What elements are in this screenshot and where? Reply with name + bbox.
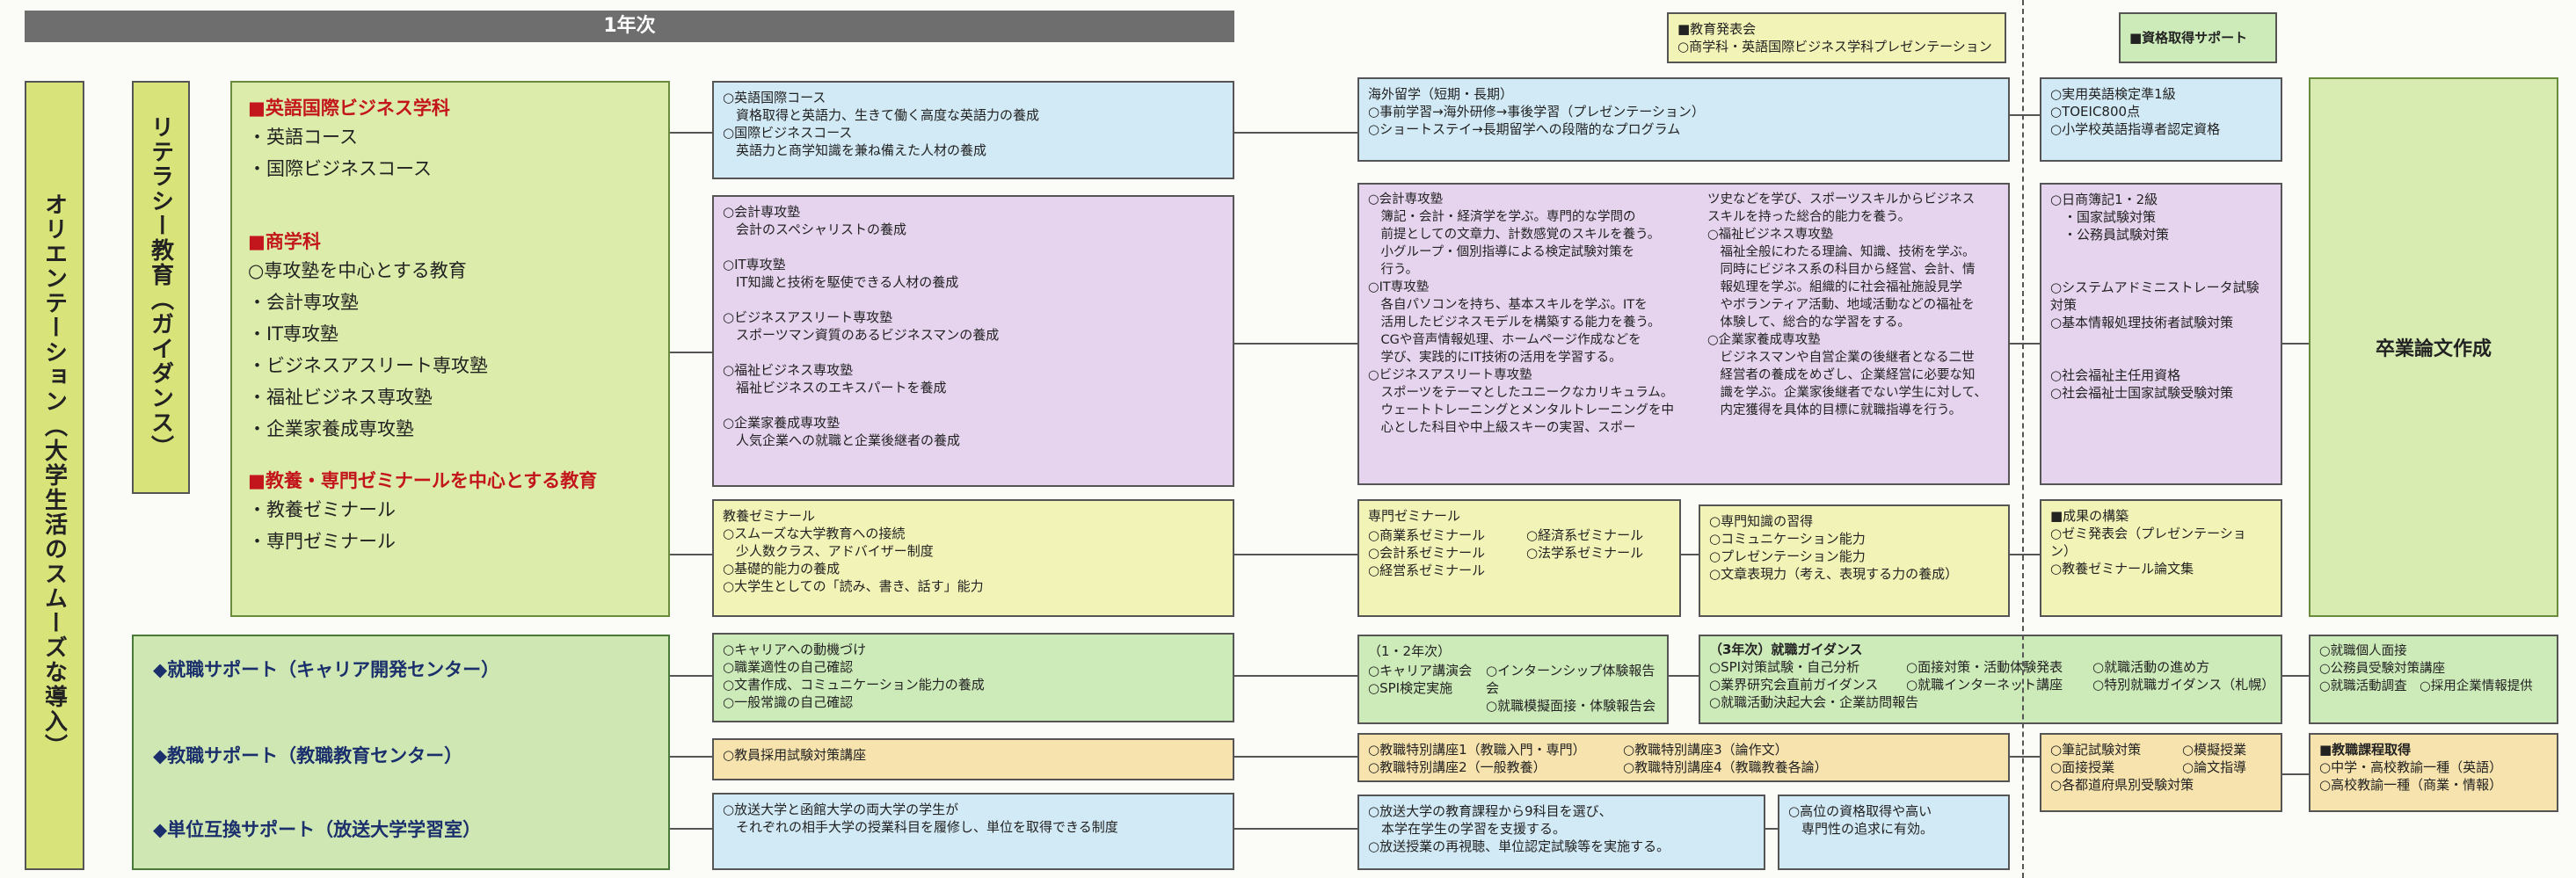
kyoin-license-list: ○中学・高校教諭一種（英語） ○高校教諭一種（商業・情報）	[2319, 759, 2503, 793]
support-shushoku: ◆就職サポート（キャリア開発センター）	[153, 659, 500, 680]
nen12-box: （1・2年次） ○キャリア講演会 ○SPI検定実施 ○インターンシップ体験報告会…	[1357, 635, 1669, 724]
senko-detail-box: ○会計専攻塾 簿記・会計・経済学を学ぶ。専門的な学問の 前提としての文章力、計数…	[1357, 183, 2010, 485]
nen3-list-c: ○就職活動の進め方 ○特別就職ガイダンス（札幌）	[2092, 659, 2275, 693]
dept-kyoyo-title: ■教養・専門ゼミナールを中心とする教育	[248, 470, 598, 491]
dept-kyoyo-item: ・専門ゼミナール	[248, 531, 396, 552]
shikaku-support-title: ■資格取得サポート	[2119, 12, 2277, 63]
kyoshoku-course-right: ○教職特別講座3（論作文） ○教職特別講座4（教職教養各論）	[1623, 742, 1828, 775]
sotsuron-label: 卒業論文作成	[2375, 338, 2492, 360]
support-panel: ◆就職サポート（キャリア開発センター） ◆教職サポート（教職教育センター） ◆単…	[132, 635, 670, 870]
seika-box: ■成果の構築 ○ゼミ発表会（プレゼンテーション） ○教養ゼミナール論文集	[2040, 499, 2282, 617]
nen3-title: （3年次）就職ガイダンス	[1709, 642, 1863, 657]
nen12-list-right: ○インターンシップ体験報告会 ○就職模擬面接・体験報告会	[1486, 663, 1656, 714]
dept-eigo-item: ・国際ビジネスコース	[248, 158, 432, 179]
skills-box: ○専門知識の習得 ○コミュニケーション能力 ○プレゼンテーション能力 ○文章表現…	[1699, 504, 2010, 617]
senmon-seminar-title: 専門ゼミナール	[1368, 508, 1461, 524]
shikaku-business-box: ○日商簿記1・2級 ・国家試験対策 ・公務員試験対策 ○システムアドミニストレー…	[2040, 183, 2282, 485]
senko-detail-right: ツ史などを学び、スポーツスキルからビジネス スキルを持った総合的能力を養う。 ○…	[1707, 192, 1987, 417]
dept-eigo-item: ・英語コース	[248, 127, 358, 148]
hoso-merit-box: ○高位の資格取得や高い 専門性の追求に有効。	[1778, 795, 2010, 870]
kyoshoku-course-left: ○教職特別講座1（教職入門・専門） ○教職特別講座2（一般教養）	[1368, 742, 1586, 775]
senmon-seminar-box: 専門ゼミナール ○商業系ゼミナール ○会計系ゼミナール ○経営系ゼミナール ○経…	[1357, 499, 1681, 617]
support-kyoshoku: ◆教職サポート（教職教育センター）	[153, 745, 463, 766]
dept-shogaku-item: ・IT専攻塾	[248, 323, 339, 345]
literacy-label: リテラシー教育（ガイダンス）	[132, 81, 190, 494]
support-tani: ◆単位互換サポート（放送大学学習室）	[153, 819, 482, 840]
english-courses-box: ○英語国際コース 資格取得と英語力、生きて働く高度な英語力の養成 ○国際ビジネス…	[712, 81, 1234, 179]
senmon-seminar-list-right: ○経済系ゼミナール ○法学系ゼミナール	[1526, 527, 1644, 561]
senko-juku-box: ○会計専攻塾 会計のスペシャリストの養成 ○IT専攻塾 IT知識と技術を駆使でき…	[712, 195, 1234, 487]
dept-shogaku-item: ・ビジネスアスリート専攻塾	[248, 355, 488, 376]
kyoshoku-course-box: ○教職特別講座1（教職入門・専門） ○教職特別講座2（一般教養） ○教職特別講座…	[1357, 733, 2010, 782]
nen12-title: （1・2年次）	[1368, 643, 1452, 659]
dept-kyoyo-item: ・教養ゼミナール	[248, 499, 396, 520]
hoso-box: ○放送大学と函館大学の両大学の学生が それぞれの相手大学の授業科目を履修し、単位…	[712, 793, 1234, 870]
orientation-label: オリエンテーション（大学生活のスムーズな導入）	[25, 81, 84, 870]
dept-shogaku-item: ・福祉ビジネス専攻塾	[248, 387, 433, 408]
kyoshoku-prep-box: ○筆記試験対策 ○面接授業 ○各都道府県別受験対策 ○模擬授業 ○論文指導	[2040, 733, 2282, 812]
shikaku-english-box: ○実用英語検定準1級 ○TOEIC800点 ○小学校英語指導者認定資格	[2040, 77, 2282, 162]
senko-detail-left: ○会計専攻塾 簿記・会計・経済学を学ぶ。専門的な学問の 前提としての文章力、計数…	[1368, 192, 1674, 435]
departments-panel: ■英語国際ビジネス学科 ・英語コース ・国際ビジネスコース ■商学科 ○専攻塾を…	[230, 81, 670, 617]
kyoin-license-box: ■教職課程取得 ○中学・高校教諭一種（英語） ○高校教諭一種（商業・情報）	[2309, 733, 2558, 812]
kyoin-box: ○教員採用試験対策講座	[712, 738, 1234, 780]
shushoku-final-box: ○就職個人面接 ○公務員受験対策講座 ○就職活動調査 ○採用企業情報提供	[2309, 635, 2558, 724]
dept-shogaku-title: ■商学科	[248, 231, 321, 252]
dept-eigo-title: ■英語国際ビジネス学科	[248, 98, 450, 119]
kyoyo-seminar-box: 教養ゼミナール ○スムーズな大学教育への接続 少人数クラス、アドバイザー制度 ○…	[712, 499, 1234, 617]
kaigai-box: 海外留学（短期・長期） ○事前学習→海外研修→事後学習（プレゼンテーション） ○…	[1357, 77, 2010, 162]
kyoshoku-prep-right: ○模擬授業 ○論文指導	[2182, 742, 2247, 775]
nen3-list-a: ○SPI対策試験・自己分析 ○業界研究会直前ガイダンス ○就職活動決起大会・企業…	[1709, 659, 1919, 710]
career-box: ○キャリアへの動機づけ ○職業適性の自己確認 ○文書作成、コミュニケーション能力…	[712, 633, 1234, 722]
dept-shogaku-item: ・企業家養成専攻塾	[248, 418, 414, 439]
kyoin-license-title: ■教職課程取得	[2319, 742, 2412, 758]
kyoshoku-prep-left: ○筆記試験対策 ○面接授業 ○各都道府県別受験対策	[2050, 742, 2194, 793]
dept-shogaku-item: ・会計専攻塾	[248, 292, 359, 313]
hoso-detail-box: ○放送大学の教育課程から9科目を選び、 本学在学生の学習を支援する。 ○放送授業…	[1357, 795, 1765, 870]
year-header: 1年次	[25, 11, 1234, 42]
nen3-guidance-box: （3年次）就職ガイダンス ○SPI対策試験・自己分析 ○業界研究会直前ガイダンス…	[1699, 635, 2282, 724]
nen12-list-left: ○キャリア講演会 ○SPI検定実施	[1368, 663, 1473, 696]
dept-shogaku-item: ○専攻塾を中心とする教育	[248, 260, 467, 281]
sotsuron-box: 卒業論文作成	[2309, 77, 2558, 617]
nen3-list-b: ○面接対策・活動体験発表 ○就職インターネット講座	[1906, 659, 2063, 693]
senmon-seminar-list-left: ○商業系ゼミナール ○会計系ゼミナール ○経営系ゼミナール	[1368, 527, 1486, 578]
presentation-box: ■教育発表会 ○商学科・英語国際ビジネス学科プレゼンテーション	[1667, 12, 2006, 63]
